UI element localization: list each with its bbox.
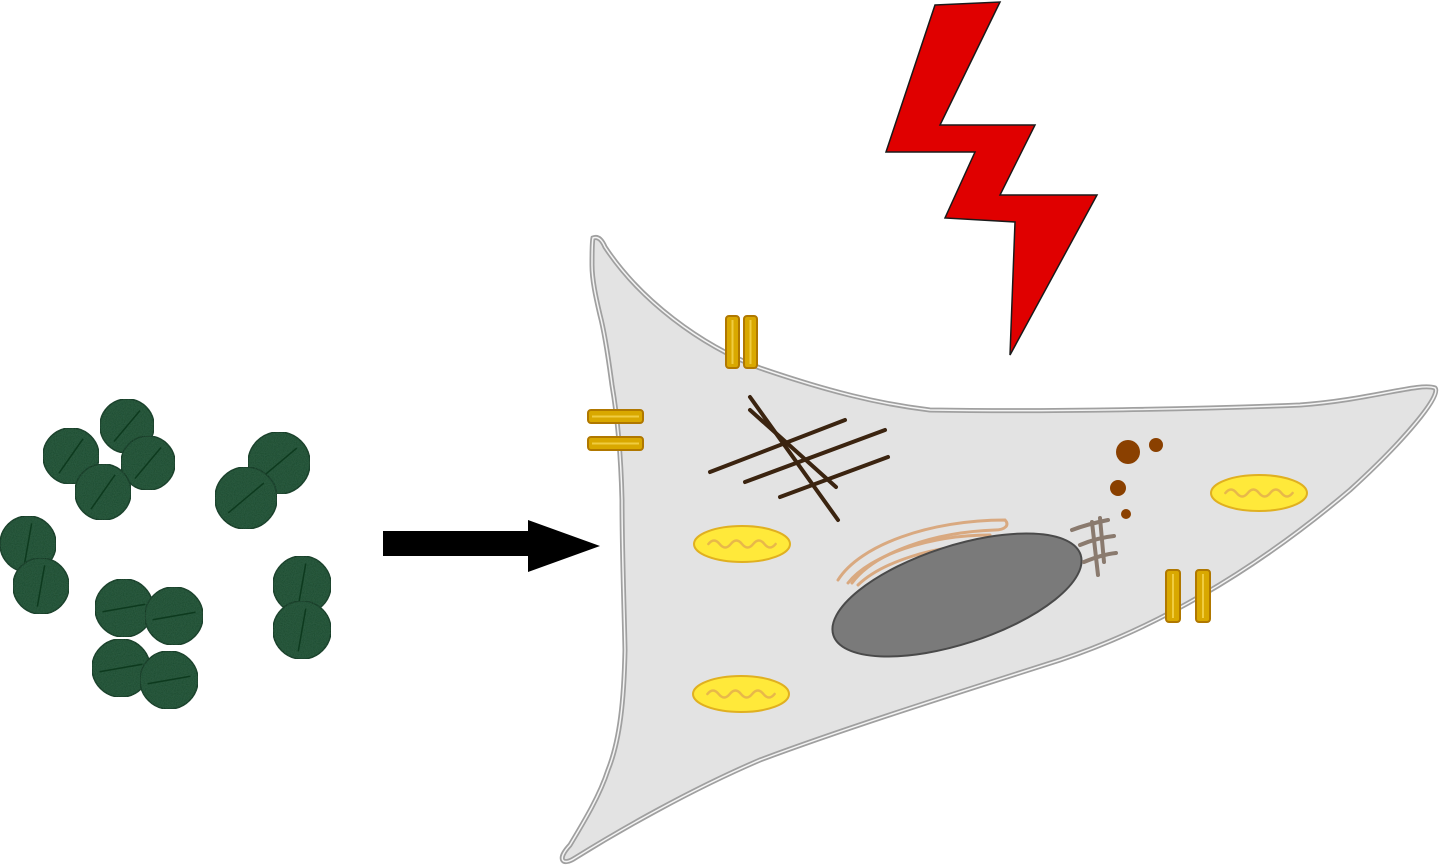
membrane-channel	[1165, 569, 1211, 623]
bacteria-icon	[144, 586, 204, 646]
bacteria-icon	[272, 600, 332, 660]
bacteria-icon	[120, 435, 176, 491]
cell-membrane-inner	[561, 236, 1437, 863]
membrane-channel	[725, 315, 758, 369]
arrow-right-icon	[383, 520, 600, 572]
arrow-shaft	[383, 531, 533, 556]
membrane-channel	[587, 409, 644, 451]
mitochondria	[692, 474, 1308, 713]
golgi-apparatus	[1070, 516, 1118, 577]
cytoskeleton-fibers	[708, 395, 890, 522]
arrow-head	[528, 520, 600, 572]
nucleus	[831, 532, 1083, 658]
bacteria-icon	[12, 557, 70, 615]
bacteria-icon	[74, 463, 132, 521]
mitochondrion	[692, 675, 790, 713]
bacteria-cluster	[0, 398, 332, 710]
lightning-bolt-icon	[884, 1, 1099, 356]
bacteria-icon	[214, 466, 278, 530]
cell-icon	[559, 235, 1439, 864]
bacteria-icon	[91, 638, 151, 698]
membrane-channels	[587, 315, 1211, 623]
mitochondrion	[693, 525, 791, 563]
mitochondrion	[1210, 474, 1308, 512]
vesicles	[1110, 438, 1163, 519]
bacteria-icon	[139, 650, 199, 710]
bacteria-icon	[94, 578, 154, 638]
